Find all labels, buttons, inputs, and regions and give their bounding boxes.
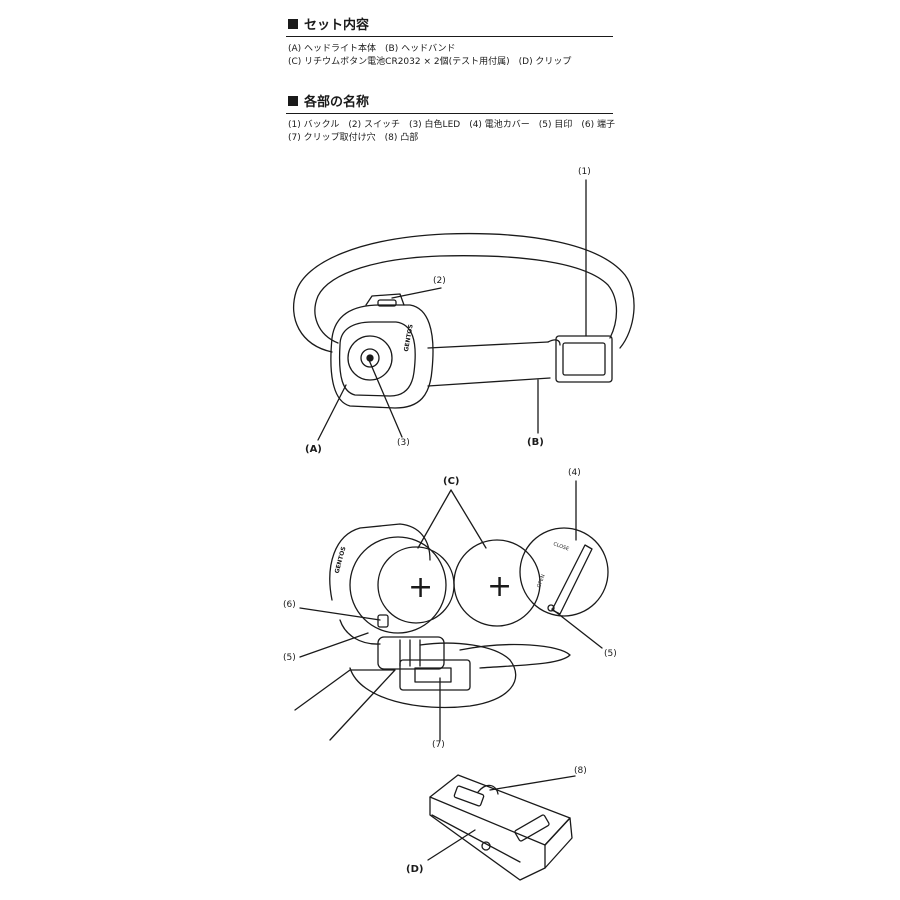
battery-2-shape	[453, 539, 541, 627]
square-bullet-icon	[288, 95, 298, 106]
label-7: (7)	[432, 740, 445, 750]
parts-divider	[286, 113, 613, 114]
contents-line-1: (A) ヘッドライト本体 (B) ヘッドバンド	[288, 44, 456, 54]
close-mark: CLOSE	[552, 541, 569, 552]
label-c: (C)	[443, 476, 460, 487]
battery-cover-shape	[519, 527, 609, 617]
label-a: (A)	[305, 444, 322, 455]
lens-shape	[347, 335, 393, 381]
section-heading-parts: 各部の名称	[288, 91, 369, 110]
label-1: (1)	[578, 167, 591, 177]
buckle-shape	[555, 335, 613, 383]
parts-line-2: (7) クリップ取付け穴 (8) 凸部	[288, 133, 419, 143]
label-4: (4)	[568, 468, 581, 478]
square-bullet-icon	[288, 18, 298, 29]
parts-line-1: (1) バックル (2) スイッチ (3) 白色LED (4) 電池カバー (5…	[288, 120, 616, 130]
contents-divider	[286, 36, 613, 37]
contents-line-2: (C) リチウムボタン電池CR2032 × 2個(テスト用付属) (D) クリッ…	[288, 57, 572, 67]
parts-heading-text: 各部の名称	[304, 95, 370, 110]
clip-illustration	[427, 774, 576, 881]
label-5-right: (5)	[604, 649, 617, 659]
label-d: (D)	[406, 864, 424, 875]
section-heading-contents: セット内容	[288, 14, 369, 33]
label-6: (6)	[283, 600, 296, 610]
lamp-body-shape	[330, 304, 434, 409]
label-2: (2)	[433, 276, 446, 286]
battery-2-plus: +	[487, 569, 512, 604]
brand-text-1: GENTOS	[403, 324, 415, 352]
headlamp-illustration	[292, 179, 635, 441]
switch-shape	[377, 299, 397, 307]
open-mark: OPEN	[536, 573, 546, 588]
contents-heading-text: セット内容	[304, 18, 370, 33]
label-5-left: (5)	[283, 653, 296, 663]
battery-illustration	[294, 480, 609, 741]
battery-1-plus: +	[408, 570, 433, 605]
label-8: (8)	[574, 766, 587, 776]
label-b: (B)	[527, 437, 544, 448]
label-3: (3)	[397, 438, 410, 448]
